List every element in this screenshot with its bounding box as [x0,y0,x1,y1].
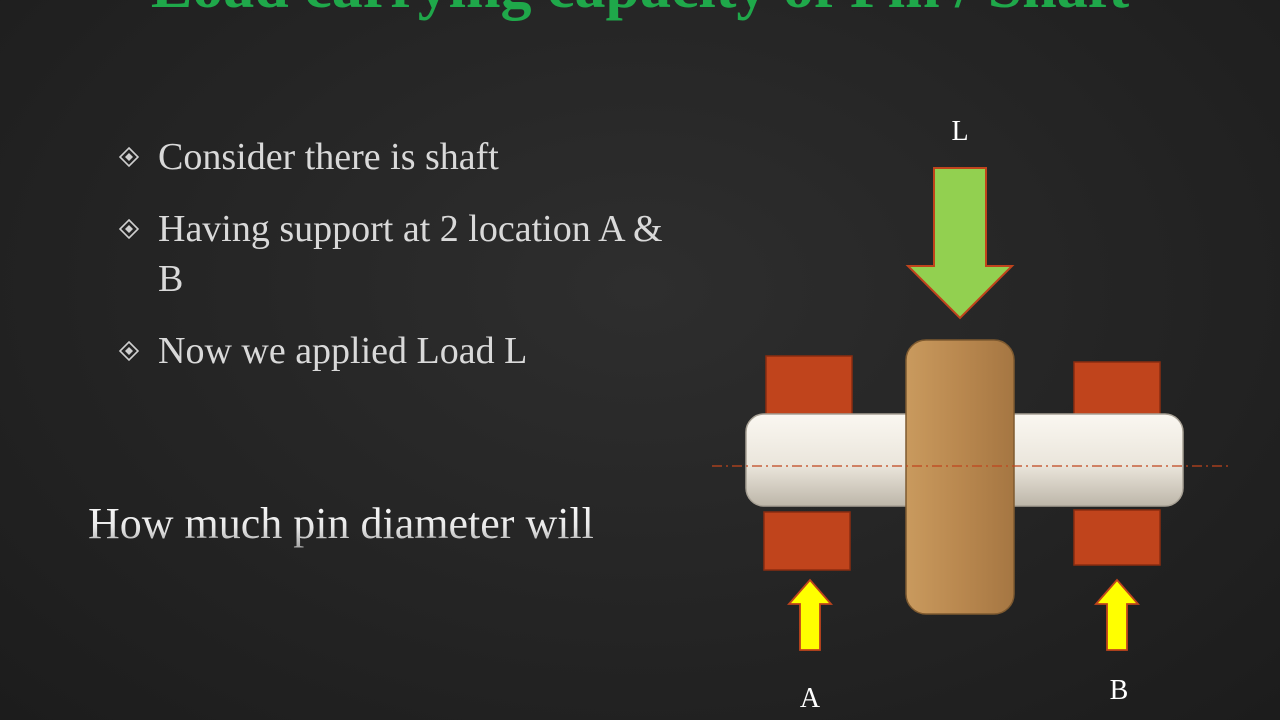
load-label: L [951,116,968,147]
bearing-b-top [1073,361,1161,417]
bullet-item: Consider there is shaft [116,132,676,182]
support-a-label: A [800,683,821,714]
shaft-diagram: L A B [712,116,1230,714]
diamond-bullet-icon [118,340,140,362]
bearing-a-top [765,355,853,415]
bullet-item: Now we applied Load L [116,326,676,376]
bullet-text: Having support at 2 location A & B [158,208,663,300]
bullet-list: Consider there is shaft Having support a… [116,132,676,376]
hub [905,339,1015,615]
bullet-item: Having support at 2 location A & B [116,204,676,304]
question-text: How much pin diameter will [88,496,594,552]
slide-title: Load carrying capacity of Pin / Shaft [0,0,1280,18]
support-arrow-b [1094,578,1140,651]
support-arrow-a [787,578,833,651]
support-b-label: B [1110,675,1129,706]
bearing-a-bottom [763,511,851,571]
bullet-text: Consider there is shaft [158,136,499,178]
bearing-b-bottom [1073,509,1161,566]
bullet-text: Now we applied Load L [158,330,528,372]
load-arrow [905,167,1015,320]
diamond-bullet-icon [118,218,140,240]
diamond-bullet-icon [118,146,140,168]
